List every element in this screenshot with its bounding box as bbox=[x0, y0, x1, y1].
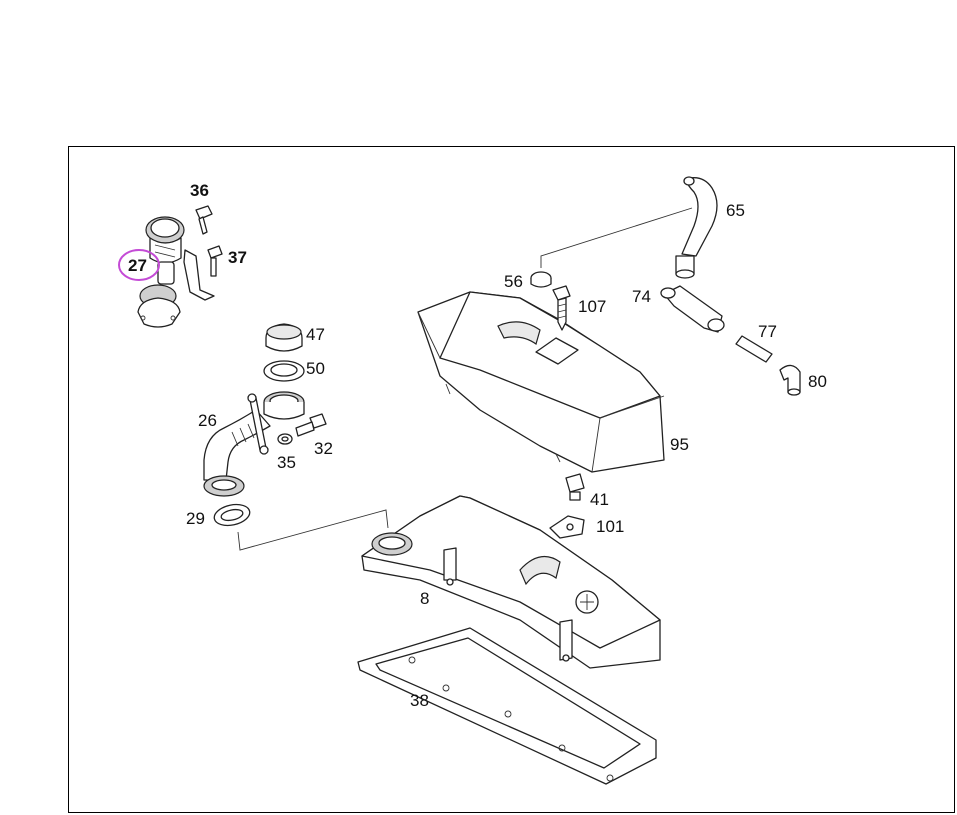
leader-56 bbox=[540, 207, 693, 268]
highlight-circle-27 bbox=[118, 249, 160, 281]
label-27: 27 bbox=[128, 256, 147, 275]
label-95: 95 bbox=[670, 435, 689, 454]
bolt-36 bbox=[195, 205, 213, 235]
plate-101 bbox=[549, 515, 585, 539]
cap-47 bbox=[265, 323, 303, 352]
seal-29 bbox=[213, 503, 251, 527]
part-27-filler-neck bbox=[137, 216, 215, 328]
label-56: 56 bbox=[504, 272, 523, 291]
grommet-56 bbox=[530, 271, 552, 288]
label-50: 50 bbox=[306, 359, 325, 378]
label-65: 65 bbox=[726, 201, 745, 220]
label-38: 38 bbox=[410, 691, 429, 710]
hose-74 bbox=[660, 285, 725, 333]
label-101: 101 bbox=[596, 517, 624, 536]
label-35: 35 bbox=[277, 453, 296, 472]
label-36: 36 bbox=[190, 181, 209, 200]
label-41: 41 bbox=[590, 490, 609, 509]
bolt-41 bbox=[565, 473, 585, 501]
valve-cover-8 bbox=[361, 495, 661, 669]
label-37: 37 bbox=[228, 248, 247, 267]
elbow-80 bbox=[779, 364, 801, 396]
label-77: 77 bbox=[758, 322, 777, 341]
washer-35 bbox=[277, 433, 293, 445]
seal-50 bbox=[263, 360, 305, 382]
diagram-frame bbox=[68, 146, 955, 813]
label-107: 107 bbox=[578, 297, 606, 316]
filler-pipe-26 bbox=[203, 391, 305, 497]
label-8: 8 bbox=[420, 589, 429, 608]
gasket-38 bbox=[357, 627, 657, 785]
cover-95 bbox=[417, 291, 665, 473]
label-74: 74 bbox=[632, 287, 651, 306]
hose-65 bbox=[675, 176, 718, 279]
bolt-37 bbox=[207, 245, 223, 277]
bolt-32 bbox=[295, 413, 327, 437]
label-32: 32 bbox=[314, 439, 333, 458]
bolt-107 bbox=[552, 285, 571, 331]
pipe-77 bbox=[735, 335, 773, 363]
label-26: 26 bbox=[198, 411, 217, 430]
connector-29-8 bbox=[237, 509, 389, 551]
label-80: 80 bbox=[808, 372, 827, 391]
label-47: 47 bbox=[306, 325, 325, 344]
label-29: 29 bbox=[186, 509, 205, 528]
